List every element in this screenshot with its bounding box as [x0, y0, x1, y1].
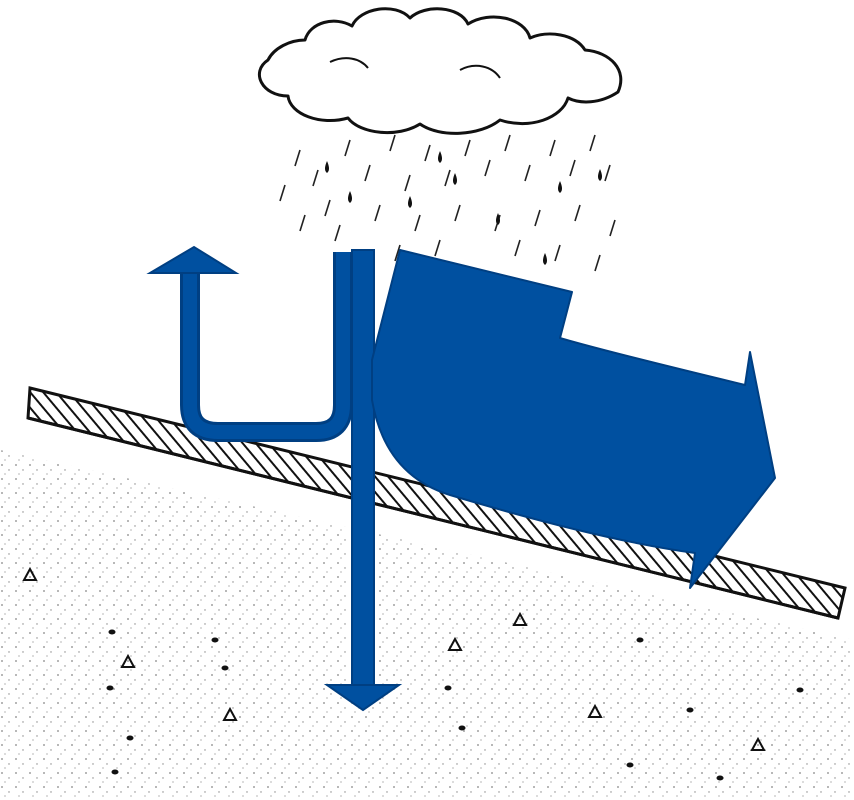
- rain-streak: [280, 185, 285, 201]
- rain-streak: [505, 135, 510, 151]
- soil-stone: [212, 638, 219, 643]
- rain-cloud-icon: [259, 9, 620, 134]
- raindrop: [408, 196, 412, 208]
- rain-streak: [575, 205, 580, 221]
- rain-streak: [485, 160, 490, 176]
- raindrop: [438, 151, 442, 163]
- evaporation-arrow: [150, 247, 343, 432]
- soil-stone: [445, 686, 452, 691]
- rain-streak: [515, 240, 520, 256]
- rain-streak: [415, 215, 420, 231]
- rain-streak: [535, 210, 540, 226]
- soil-stone: [717, 776, 724, 781]
- rain-streak: [605, 165, 610, 181]
- raindrop: [348, 191, 352, 203]
- raindrop: [598, 169, 602, 181]
- rain-streak: [335, 225, 340, 241]
- soil-stone: [222, 666, 229, 671]
- rain-streak: [550, 140, 555, 156]
- rain-streak: [435, 240, 440, 256]
- soil-stone: [627, 763, 634, 768]
- rain-streak: [300, 215, 305, 231]
- soil-stone: [112, 770, 119, 775]
- rain-streak: [590, 135, 595, 151]
- rain-streak: [325, 200, 330, 216]
- rain-streak: [525, 165, 530, 181]
- rain-streak: [345, 140, 350, 156]
- soil-stone: [637, 638, 644, 643]
- rain-streak: [425, 145, 430, 161]
- soil-stone: [127, 736, 134, 741]
- rain-streak: [555, 245, 560, 261]
- rain-streak: [465, 140, 470, 156]
- rain-streak: [405, 175, 410, 191]
- soil-stone: [107, 686, 114, 691]
- raindrop: [325, 161, 329, 173]
- rain-streak: [610, 220, 615, 236]
- rain-streak: [570, 160, 575, 176]
- raindrops: [280, 135, 615, 271]
- rain-streak: [295, 150, 300, 166]
- rain-streak: [390, 135, 395, 151]
- soil-stone: [109, 630, 116, 635]
- rain-streak: [365, 165, 370, 181]
- raindrop: [496, 213, 500, 225]
- rain-streak: [313, 170, 318, 186]
- rain-streak: [375, 205, 380, 221]
- raindrop: [543, 253, 547, 265]
- rain-streak: [595, 255, 600, 271]
- rain-streak: [455, 205, 460, 221]
- rain-streak: [445, 170, 450, 186]
- raindrop: [558, 181, 562, 193]
- raindrop: [453, 173, 457, 185]
- soil-stone: [459, 726, 466, 731]
- soil-stone: [797, 688, 804, 693]
- soil-stone: [687, 708, 694, 713]
